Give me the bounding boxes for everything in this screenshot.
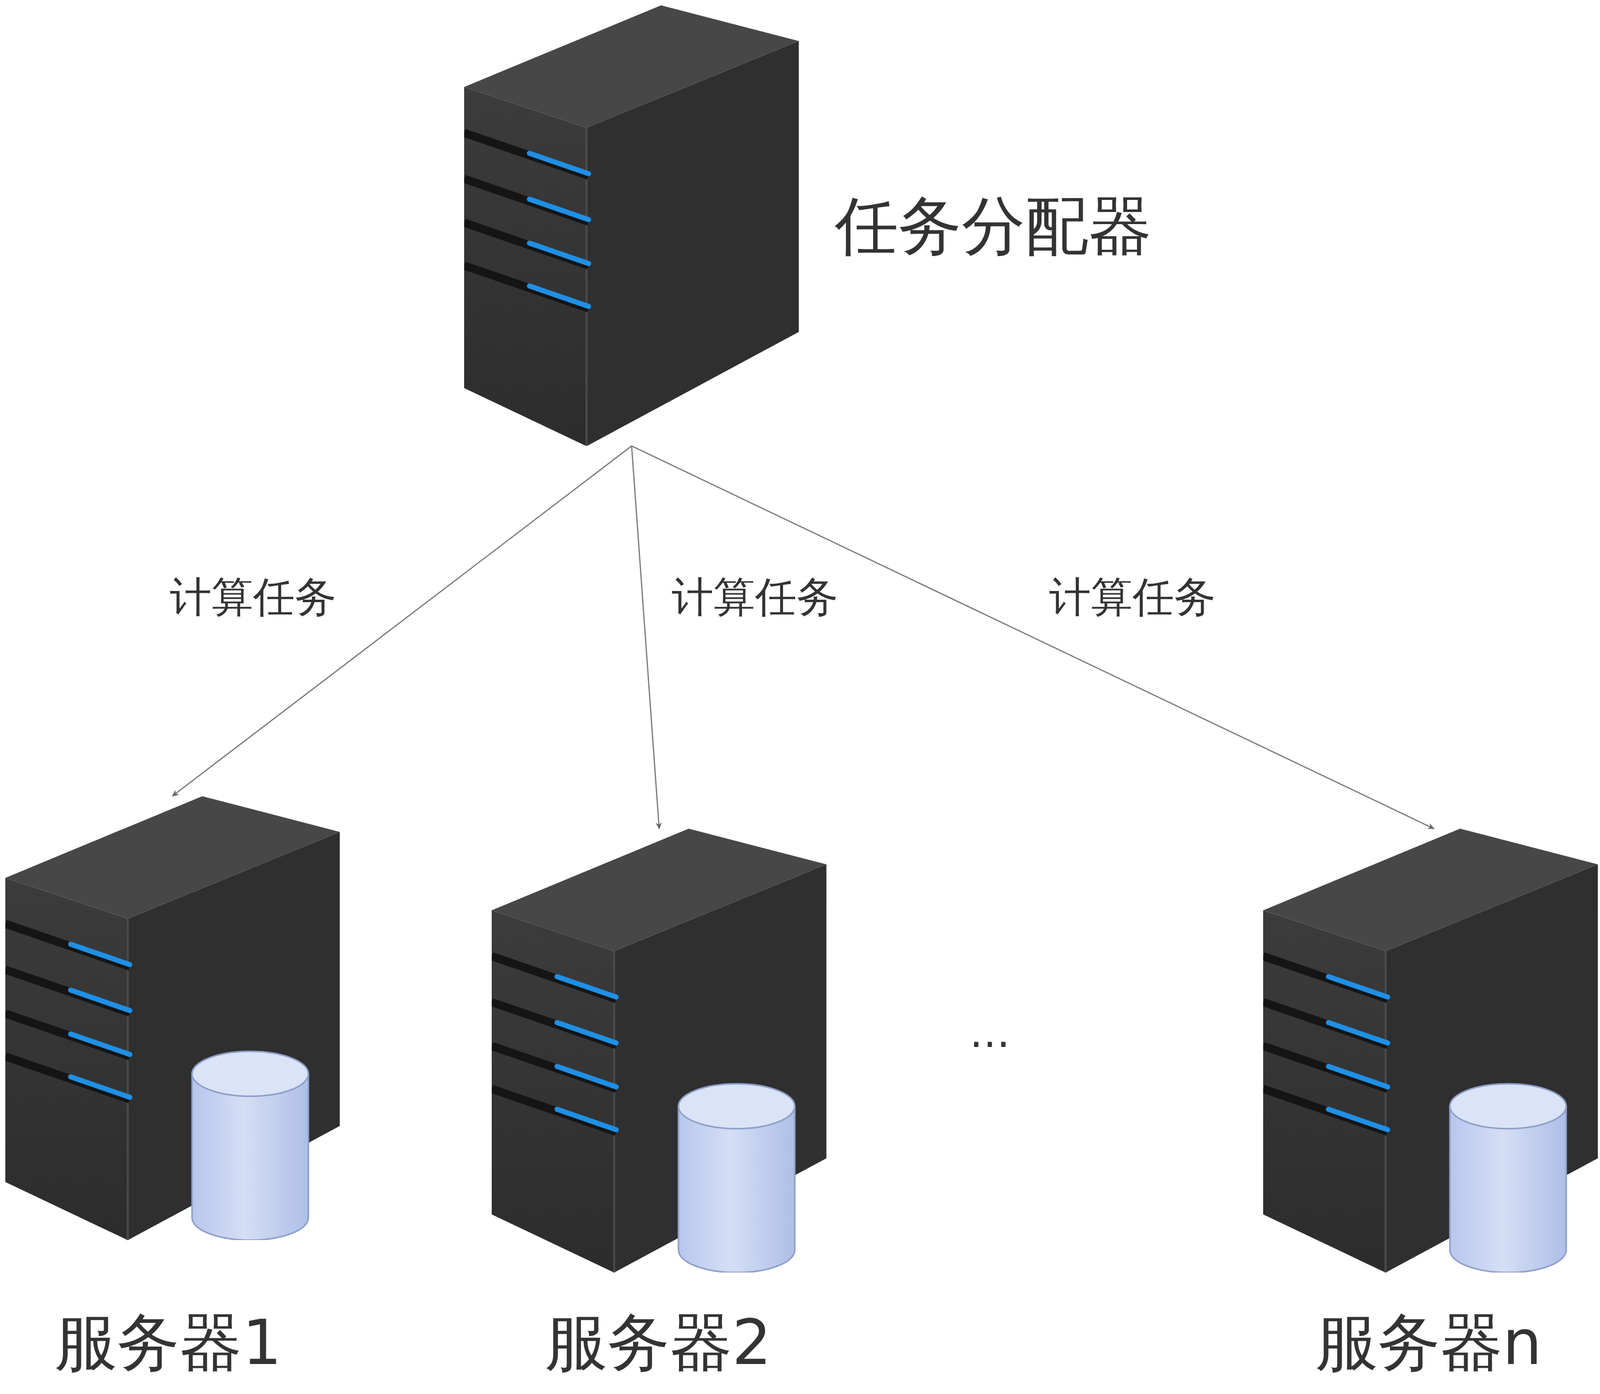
drive-light	[1328, 1066, 1388, 1087]
database-cylinder	[678, 1106, 795, 1273]
server-label: 任务分配器	[834, 191, 1152, 262]
server-side	[614, 864, 827, 1273]
ellipsis-label: …	[969, 1012, 1011, 1054]
server-label: 服务器1	[54, 1308, 282, 1377]
drive-light	[557, 1066, 617, 1087]
server-side	[1385, 864, 1599, 1273]
drive-slot	[464, 178, 589, 222]
drive-light	[529, 152, 589, 174]
drive-light	[557, 1109, 617, 1130]
database-top	[191, 1051, 308, 1097]
drive-slot	[5, 1013, 130, 1057]
worker-server: 服务器1	[5, 796, 341, 1240]
server-side	[127, 831, 341, 1240]
edge-label: 计算任务	[166, 573, 341, 621]
drive-light	[557, 1022, 617, 1043]
drive-slot	[1263, 1001, 1388, 1045]
drive-slot	[5, 923, 130, 967]
database-top	[678, 1083, 795, 1129]
drive-light	[1328, 1022, 1388, 1043]
drive-slot	[5, 1056, 130, 1100]
server-icon	[464, 5, 800, 447]
task-arrow	[631, 445, 660, 829]
drive-light	[529, 285, 589, 306]
task-arrow	[631, 445, 1434, 829]
server-icon	[1263, 828, 1599, 1273]
drive-slot	[491, 1045, 617, 1089]
edge-label: 计算任务	[667, 573, 843, 621]
task-arrow	[172, 445, 632, 796]
drive-slot	[464, 132, 589, 176]
server-icon	[491, 828, 827, 1273]
server-side	[586, 40, 800, 446]
drive-light	[70, 943, 130, 965]
drive-slot	[491, 1088, 617, 1133]
edge-label: 计算任务	[1045, 573, 1220, 621]
drive-light	[1328, 1109, 1388, 1130]
drive-slot	[491, 956, 617, 1000]
drive-light	[70, 1033, 130, 1055]
drive-light	[1328, 976, 1388, 997]
worker-server: 服务器n	[1263, 828, 1599, 1273]
drive-light	[529, 242, 589, 264]
server-label: 服务器2	[544, 1308, 772, 1377]
server-icon	[5, 796, 341, 1240]
drive-light	[70, 1076, 130, 1097]
drive-slot	[464, 222, 589, 266]
drive-slot	[1263, 1045, 1388, 1089]
database-cylinder	[191, 1073, 308, 1240]
server-label: 服务器n	[1315, 1308, 1543, 1377]
drive-slot	[1263, 956, 1388, 1000]
drive-slot	[1263, 1088, 1388, 1133]
drive-light	[529, 198, 589, 220]
drive-slot	[464, 265, 589, 309]
drive-light	[70, 989, 130, 1011]
worker-server: 服务器2	[491, 828, 827, 1273]
database-cylinder	[1449, 1106, 1567, 1273]
database-top	[1449, 1083, 1567, 1129]
drive-light	[557, 976, 617, 997]
drive-slot	[5, 969, 130, 1013]
drive-slot	[491, 1001, 617, 1045]
dispatcher-server: 任务分配器	[464, 5, 800, 447]
